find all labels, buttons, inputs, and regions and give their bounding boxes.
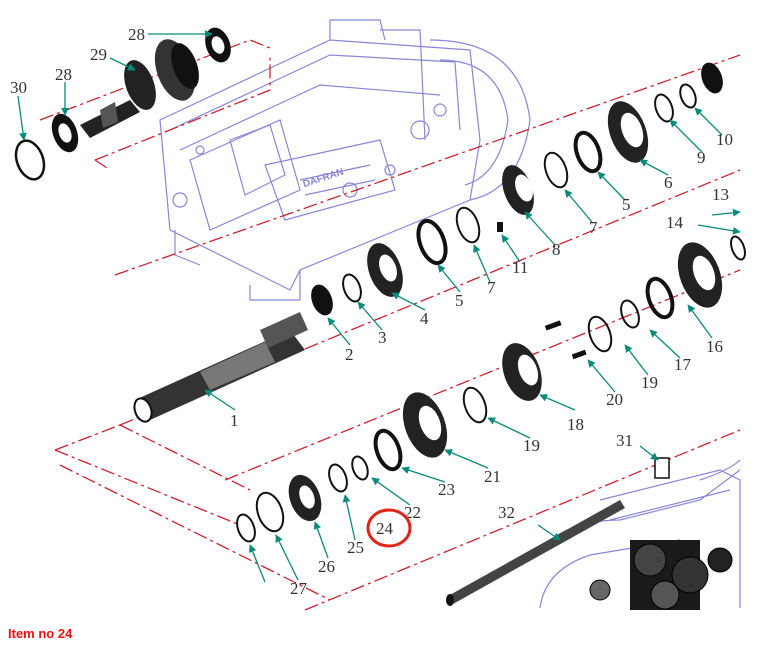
callout-19-upper: 19 — [641, 373, 658, 392]
callout-16: 16 — [706, 337, 723, 356]
callout-28-top: 28 — [128, 25, 145, 44]
callout-2: 2 — [345, 345, 354, 364]
part-4-gear — [367, 243, 403, 297]
callout-24: 24 — [376, 519, 394, 538]
callout-28-left: 28 — [55, 65, 72, 84]
part-7-circlip — [455, 206, 481, 244]
housing-logo: DAFRAN — [302, 167, 346, 191]
part-8-hub — [502, 165, 534, 215]
part-29-input-shaft — [80, 39, 199, 138]
part-5-synchro-ring — [416, 218, 448, 266]
callout-7: 7 — [487, 278, 496, 297]
part-19-circlip — [462, 386, 488, 424]
part-22-ring — [351, 455, 369, 481]
callout-31: 31 — [616, 431, 633, 450]
internal-gears — [589, 540, 733, 610]
part-18-hub — [502, 343, 542, 401]
callout-19: 19 — [523, 436, 540, 455]
callout-14: 14 — [666, 213, 684, 232]
callout-13: 13 — [712, 185, 729, 204]
callout-25: 25 — [347, 538, 364, 557]
item-caption: Item no 24 — [8, 626, 73, 641]
callout-29: 29 — [90, 45, 107, 64]
callout-23: 23 — [438, 480, 455, 499]
part-17-ring — [620, 299, 640, 329]
callout-22: 22 — [404, 503, 421, 522]
part-12-bearing — [701, 62, 723, 94]
highlight-circle — [366, 508, 412, 548]
part-11-key — [497, 222, 503, 232]
part-21-gear — [402, 392, 448, 458]
part-19-circlip-upper — [587, 315, 613, 353]
part-9-ring — [654, 93, 674, 123]
part-2-needle-bearing — [311, 284, 333, 316]
callout-32: 32 — [498, 503, 515, 522]
part-7-circlip-upper — [543, 151, 569, 189]
part-1-main-shaft — [133, 312, 308, 423]
part-23-ring — [373, 428, 403, 472]
callout-5: 5 — [455, 291, 464, 310]
callout-numbers: 1 2 3 4 5 7 11 8 7 5 6 9 10 13 14 16 17 … — [10, 25, 733, 598]
part-28-bearing-left — [51, 113, 79, 153]
callout-27: 27 — [290, 579, 308, 598]
part-5-ring-upper — [573, 130, 603, 174]
callout-11: 11 — [512, 258, 528, 277]
part-28-bearing-right — [205, 27, 231, 63]
callout-26: 26 — [318, 557, 335, 576]
callout-5-upper: 5 — [622, 195, 631, 214]
callout-6: 6 — [664, 173, 673, 192]
callout-9: 9 — [697, 148, 706, 167]
part-15-synchro-ring — [645, 276, 675, 320]
leader-lines — [17, 30, 741, 583]
exploded-parts-diagram: DAFRAN — [10, 19, 746, 611]
part-16-gear — [677, 242, 723, 308]
callout-30: 30 — [10, 78, 27, 97]
part-14-ring — [730, 235, 746, 261]
part-26-snap-ring — [255, 491, 285, 533]
callout-1: 1 — [230, 411, 239, 430]
part-32-shaft — [446, 500, 625, 606]
part-24-ring — [328, 463, 348, 493]
callout-21: 21 — [484, 467, 501, 486]
callout-20: 20 — [606, 390, 623, 409]
part-10-ring — [679, 83, 697, 109]
gearbox-housing — [159, 19, 531, 301]
callout-17: 17 — [674, 355, 692, 374]
callout-3: 3 — [378, 328, 387, 347]
part-30-snap-ring — [14, 139, 46, 181]
callout-10: 10 — [716, 130, 733, 149]
callout-4: 4 — [420, 309, 429, 328]
part-20-key — [571, 349, 587, 360]
part-25-bearing — [288, 474, 322, 522]
part-3-ring — [342, 273, 362, 303]
part-27-ring — [236, 513, 256, 543]
part-31-bushing — [654, 457, 670, 479]
callout-8: 8 — [552, 240, 561, 259]
callout-18: 18 — [567, 415, 584, 434]
part-6-gear — [607, 101, 649, 163]
part-20-key-upper — [544, 320, 562, 331]
callout-7-upper: 7 — [589, 218, 598, 237]
